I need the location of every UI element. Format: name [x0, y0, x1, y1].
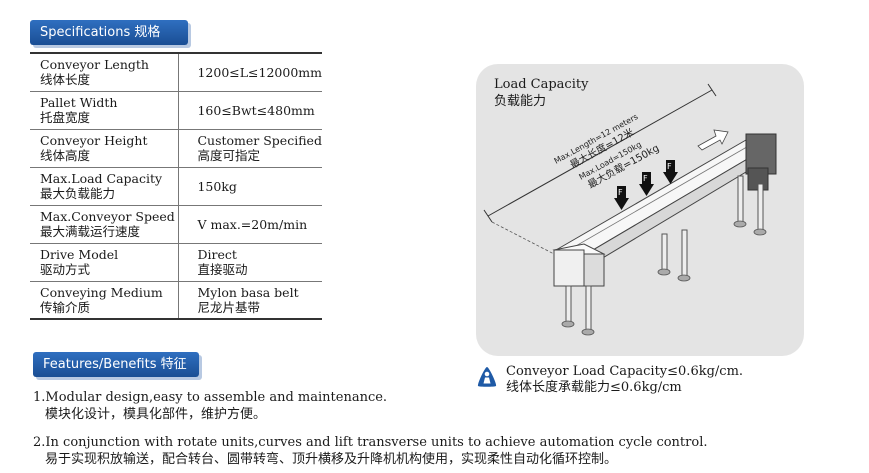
spec-value: 1200≤L≤12000mm: [178, 53, 322, 92]
force-arrow-2: F: [639, 172, 654, 196]
specifications-header: Specifications 规格: [30, 20, 188, 45]
force-arrow-3: F: [663, 160, 678, 184]
svg-text:F: F: [667, 162, 672, 171]
features-header: Features/Benefits 特征: [33, 352, 199, 377]
feature-2-zh: 易于实现积放输送，配合转台、圆带转弯、顶升横移及升降机机构使用，实现柔性自动化循…: [45, 452, 618, 467]
spec-value: 160≤Bwt≤480mm: [178, 91, 322, 130]
warning-person-icon: [477, 367, 497, 387]
force-arrow-1: F: [614, 186, 629, 210]
load-capacity-title: Load Capacity 负载能力: [494, 77, 589, 109]
load-capacity-panel: Load Capacity 负载能力 Max.Length=12 meters …: [476, 64, 804, 356]
note-line-1: Conveyor Load Capacity≤0.6kg/cm.: [506, 364, 744, 379]
svg-text:F: F: [618, 188, 623, 197]
note-line-2: 线体长度承载能力≤0.6kg/cm: [506, 380, 682, 395]
conveyor-illustration: Max.Length=12 meters 最大长度=12米 Max.Load=1…: [483, 83, 777, 336]
feature-2-en: 2.In conjunction with rotate units,curve…: [33, 435, 708, 450]
spec-value: V max.=20m/min: [178, 205, 322, 244]
load-arrows: F F F: [614, 160, 678, 210]
feature-1-en: 1.Modular design,easy to assemble and ma…: [33, 390, 388, 405]
spec-value: 150kg: [178, 167, 322, 206]
svg-text:F: F: [643, 174, 648, 183]
feature-1-zh: 模块化设计，模具化部件，维护方便。: [45, 407, 267, 422]
feature-item-1: 1.Modular design,easy to assemble and ma…: [33, 389, 387, 423]
feature-item-2: 2.In conjunction with rotate units,curve…: [33, 434, 707, 468]
